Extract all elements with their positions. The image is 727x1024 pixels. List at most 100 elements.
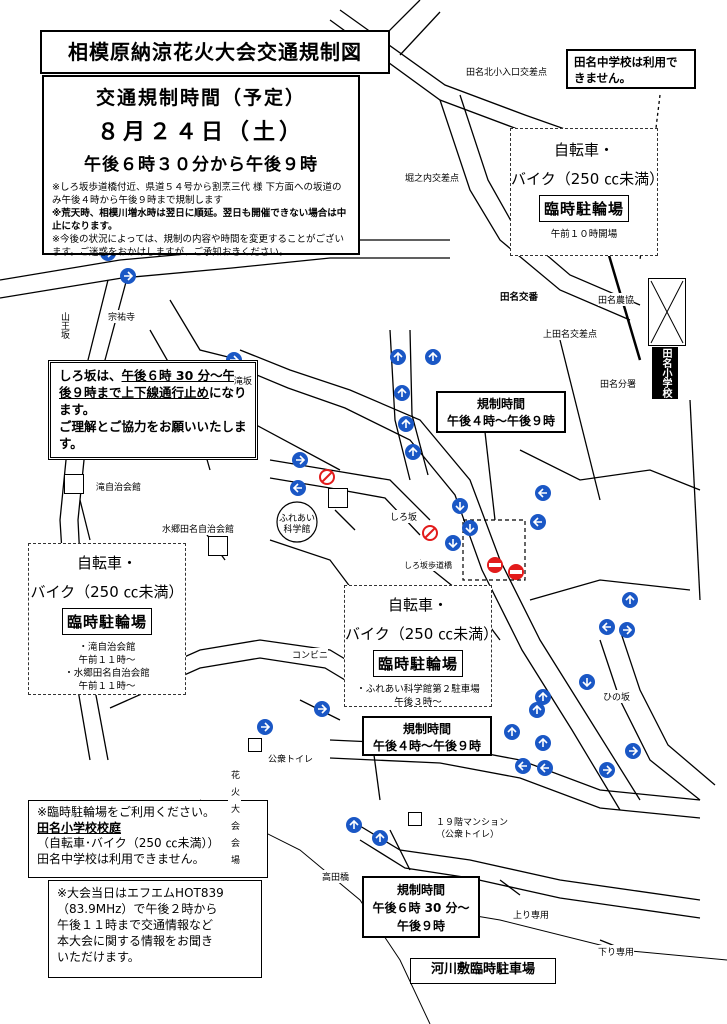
direction-sign-icon (372, 830, 388, 846)
direction-sign-icon (535, 689, 551, 705)
info-line: 田名中学校は利用できません。 (37, 851, 205, 866)
direction-sign-icon (290, 480, 306, 496)
detail-line: ・ふれあい科学館第２駐車場 (356, 684, 480, 695)
bike-parking-line1: 自転車・ (387, 596, 448, 614)
label-conbini: コンビニ (292, 648, 329, 661)
label-shirozaka-bridge: しろ坂歩道橋 (404, 560, 452, 571)
fureai-parking-marker (328, 488, 348, 508)
direction-sign-icon (445, 535, 461, 551)
info-line: （83.9MHz）で午後２時から (57, 902, 218, 916)
river-parking-label: 河川敷臨時駐車場 (410, 958, 556, 984)
direction-sign-icon (535, 735, 551, 751)
school-building (648, 278, 686, 346)
regulation-label: 規制時間 (396, 883, 445, 897)
tana-elementary-school-label: 田名小学校 (652, 347, 678, 399)
direction-sign-icon (346, 817, 362, 833)
notice-part2: 午後６時 30 分～午後９時まで上下線通行止め (59, 368, 236, 400)
label-mansion: １９階マンション（公衆トイレ） (436, 817, 516, 841)
direction-sign-icon (314, 701, 330, 717)
direction-sign-icon (599, 762, 615, 778)
bike-parking-details: ・ふれあい科学館第２駐車場 午後３時～ (345, 683, 491, 709)
regulation-time: 午後６時３０分から午後９時 (84, 155, 318, 175)
regulation-label: 規制時間 (476, 397, 525, 411)
map-title: 相模原納涼花火大会交通規制図 (40, 30, 390, 74)
fureai-science-hall-marker (276, 501, 318, 543)
regulation-time: 午後９時 (396, 919, 445, 933)
notice-part3: になります。 (59, 385, 247, 417)
label-hinosaka: ひの坂 (603, 690, 631, 703)
direction-sign-icon (504, 724, 520, 740)
regulation-time: 午後４時～午後９時 (446, 414, 555, 428)
label-tana-koban: 田名交番 (500, 289, 539, 303)
notice-part4: ご理解とご協力をお願いいたします。 (59, 419, 247, 451)
bike-parking-line2: バイク（250 ㏄未満） (511, 170, 665, 188)
direction-sign-icon (462, 520, 478, 536)
bike-parking-label: 臨時駐輪場 (372, 650, 463, 677)
label-sanno-zaka: 山王坂 (58, 312, 71, 339)
direction-sign-icon (537, 760, 553, 776)
label-hanabi-kaijo: 花火大会会場 (228, 770, 241, 872)
detail-line: ・水郷田名自治会館 (64, 668, 150, 679)
label-nobori: 上り専用 (513, 908, 550, 921)
regulation-box-3: 規制時間 午後６時 30 分～ 午後９時 (362, 876, 480, 938)
bike-parking-line1: 自転車・ (76, 554, 137, 572)
bike-parking-details: ・滝自治会館 午前１１時～ ・水郷田名自治会館 午前１１時～ (29, 641, 185, 693)
detail-line: 午後３時～ (394, 697, 442, 708)
regulation-time: 午後６時 30 分～ (372, 901, 470, 915)
bike-parking-line2: バイク（250 ㏄未満） (30, 583, 184, 601)
regulation-label: 規制時間 (402, 722, 451, 736)
detail-line: 午前１１時～ (78, 655, 136, 666)
direction-sign-icon (120, 268, 136, 284)
no-entry-signs (319, 469, 524, 580)
bike-parking-open-time: 午前１０時開場 (550, 229, 618, 240)
direction-sign-icon (292, 452, 308, 468)
direction-sign-icon (425, 349, 441, 365)
direction-sign-icon (625, 743, 641, 759)
detail-line: 午前１１時～ (78, 681, 136, 692)
label-tana-kita: 田名北小入口交差点 (466, 65, 548, 78)
detail-line: ・滝自治会館 (78, 642, 136, 653)
label-tana-bunsho: 田名分署 (600, 377, 637, 390)
taki-hall-marker (64, 474, 84, 494)
info-line: 田名小学校校庭 (37, 820, 122, 835)
bike-parking-box-tana: 自転車・ バイク（250 ㏄未満） 臨時駐輪場 午前１０時開場 (510, 128, 665, 256)
label-takadabashi: 高田橋 (322, 870, 350, 883)
no-entry-sign-icon (487, 557, 503, 573)
info-line: 本大会に関する情報をお聞き (57, 934, 214, 948)
no-entry-sign-icon (508, 564, 524, 580)
label-takizaka: 滝坂 (234, 374, 253, 387)
note-1: ※しろ坂歩道橋付近、県道５４号から割烹三代 様 下方面への坂道のみ午後４時から午… (52, 182, 342, 206)
info-line: ※臨時駐輪場をご利用ください。 (37, 805, 216, 819)
no-entry-sign-icon (319, 469, 335, 485)
shirozaka-closure-notice: しろ坂は、午後６時 30 分～午後９時まで上下線通行止めになります。 ご理解とご… (48, 360, 258, 460)
regulation-time-box: 交通規制時間（予定） ８月２４日（土） 午後６時３０分から午後９時 ※しろ坂歩道… (42, 75, 360, 258)
label-shirozaka: しろ坂 (390, 510, 418, 523)
label-toilet: 公衆トイレ (268, 752, 314, 765)
direction-sign-icon (599, 619, 615, 635)
direction-sign-icon (405, 444, 421, 460)
regulation-time: 午後４時～午後９時 (372, 739, 481, 753)
school-notice: 田名中学校は利用できません。 (566, 49, 696, 89)
suigo-hall-marker (208, 536, 228, 556)
label-suigo-jichikai: 水郷田名自治会館 (162, 522, 235, 535)
direction-sign-icon (530, 514, 546, 530)
toilet-marker (248, 738, 262, 752)
bike-parking-line2: バイク（250 ㏄未満） (345, 625, 499, 643)
direction-sign-icon (257, 719, 273, 735)
regulation-notes: ※しろ坂歩道橋付近、県道５４号から割烹三代 様 下方面への坂道のみ午後４時から午… (52, 181, 350, 259)
bike-parking-box-center: 自転車・ バイク（250 ㏄未満） 臨時駐輪場 ・ふれあい科学館第２駐車場 午後… (344, 585, 499, 709)
notice-part1: しろ坂は、 (59, 368, 122, 383)
label-fureai: ふれあい科学館 (279, 514, 316, 535)
bike-parking-label: 臨時駐輪場 (61, 608, 152, 635)
mansion-marker (408, 812, 422, 826)
info-line: ※大会当日はエフエムHOT839 (57, 886, 224, 900)
direction-sign-icon (579, 674, 595, 690)
info-box-radio: ※大会当日はエフエムHOT839 （83.9MHz）で午後２時から 午後１１時ま… (48, 880, 262, 978)
info-line: 午後１１時まで交通情報など (57, 918, 214, 932)
direction-sign-icon (390, 349, 406, 365)
note-2: ※荒天時、相模川増水時は翌日に順延。翌日も開催できない場合は中止になります。 (52, 208, 347, 232)
direction-sign-icon (515, 758, 531, 774)
direction-sign-icon (622, 592, 638, 608)
note-3: ※今後の状況によっては、規制の内容や時間を変更することがございます。ご迷惑をおか… (52, 234, 345, 258)
label-horinouchi: 堀之内交差点 (405, 171, 460, 184)
